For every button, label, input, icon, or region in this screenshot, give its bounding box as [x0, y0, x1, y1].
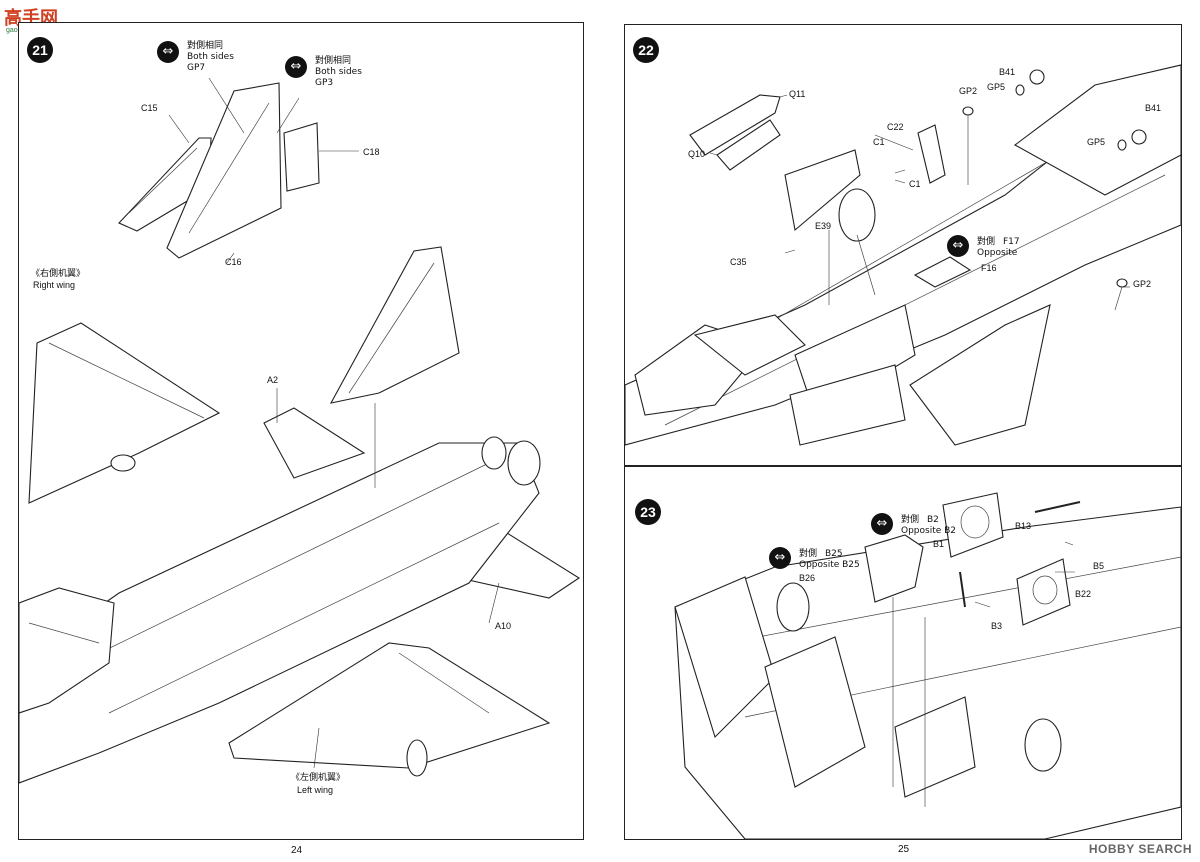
note-cn: 對側相同	[187, 41, 224, 51]
part-c22-shape	[917, 124, 946, 184]
label-c35: C35	[730, 257, 747, 267]
note-part: F17	[1003, 237, 1020, 247]
label-a10: A10	[495, 621, 512, 631]
label-b1: B1	[933, 539, 945, 549]
step-22-drawing	[625, 64, 1181, 446]
label-left-wing-en: Left wing	[297, 785, 334, 795]
note-en: Both sides	[187, 52, 234, 62]
note-en: Opposite	[977, 248, 1018, 258]
double-arrow-icon: ⇔	[157, 41, 179, 63]
part-b26-shape	[864, 534, 924, 603]
part-b22-shape	[1016, 558, 1071, 626]
label-f16: F16	[981, 263, 997, 273]
step-21-badge: 21	[27, 37, 53, 63]
main-wheel-left-shape	[776, 582, 810, 632]
double-arrow-icon: ⇔	[769, 547, 791, 569]
label-gp5-upper: GP5	[987, 82, 1006, 92]
double-arrow-icon: ⇔	[285, 56, 307, 78]
double-arrow-icon: ⇔	[871, 513, 893, 535]
opposite-note-f17: ⇔ 對側 F17 Opposite	[947, 235, 1037, 259]
step-22-badge: 22	[633, 37, 659, 63]
label-gp5-lower: GP5	[1087, 137, 1106, 147]
label-b5: B5	[1093, 561, 1105, 571]
label-q10: Q10	[688, 149, 706, 159]
fuselage-shape	[19, 442, 540, 784]
gear-bay-shape	[764, 636, 866, 788]
both-sides-note-gp3: ⇔ 對側相同 Both sides GP3	[285, 54, 380, 90]
label-gp2-upper: GP2	[959, 86, 978, 96]
label-gp2-lower: GP2	[1133, 279, 1152, 289]
label-b41-lower: B41	[1145, 103, 1162, 113]
label-c22: C22	[887, 122, 904, 132]
label-e39: E39	[815, 221, 832, 231]
label-right-wing-cn: 《右側机翼》	[31, 269, 86, 279]
note-cn: 對側	[799, 549, 818, 559]
left-page-drawing	[19, 77, 581, 784]
step-23-panel: 23 ⇔ 對側 B2 Opposite B2 ⇔ 對側 B25 Opposite…	[624, 466, 1182, 840]
nose-wheel-shape	[838, 188, 876, 242]
note-part: B25	[825, 549, 843, 559]
cockpit-shape	[19, 587, 115, 714]
label-b26: B26	[799, 573, 816, 583]
step-23-drawing	[674, 492, 1181, 839]
watermark-hobby-search: HOBBY SEARCH	[1088, 842, 1192, 856]
label-q11: Q11	[789, 89, 806, 99]
note-cn: 對側相同	[315, 56, 352, 66]
label-c1-upper: C1	[873, 137, 885, 147]
note-part: B2	[927, 515, 939, 525]
label-b3: B3	[991, 621, 1003, 631]
left-wing-shape	[228, 642, 551, 769]
note-cn: 對側	[977, 237, 996, 247]
tail-fin-shape	[329, 246, 460, 404]
double-arrow-icon: ⇔	[947, 235, 969, 257]
step-23-badge: 23	[635, 499, 661, 525]
part-c18-shape	[283, 122, 320, 192]
label-b22: B22	[1075, 589, 1092, 599]
part-c16-shape	[166, 82, 282, 259]
part-b1-shape	[942, 492, 1004, 558]
right-page: 22 Q11 Q10 C22 C1 C1 GP2 GP5 B41 B41 GP5…	[622, 22, 1184, 855]
side-door-shape	[909, 304, 1051, 446]
part-q10-shape	[716, 119, 781, 171]
step-22-panel: 22 Q11 Q10 C22 C1 C1 GP2 GP5 B41 B41 GP5…	[624, 24, 1182, 466]
note-en: Opposite B2	[901, 526, 957, 536]
label-c18: C18	[363, 147, 380, 157]
opposite-note-b2: ⇔ 對側 B2 Opposite B2	[871, 513, 963, 537]
left-page: 21 ⇔ 對側相同 Both sides GP7 ⇔ 對側相同 Both sid…	[18, 22, 584, 856]
label-b13: B13	[1015, 521, 1032, 531]
label-c16: C16	[225, 257, 242, 267]
label-right-wing-en: Right wing	[33, 280, 76, 290]
note-cn: 對側	[901, 515, 920, 525]
both-sides-note-gp7: ⇔ 對側相同 Both sides GP7	[157, 39, 247, 75]
part-a2-shape	[263, 407, 366, 479]
part-q11-shape	[689, 94, 781, 156]
main-wheel-right-shape	[1024, 718, 1062, 772]
note-en: Both sides	[315, 67, 362, 77]
opposite-note-b25: ⇔ 對側 B25 Opposite B25	[769, 547, 869, 571]
right-wing-shape	[28, 322, 221, 504]
note-part: GP3	[315, 78, 334, 88]
intake-shape	[1013, 64, 1181, 196]
label-c15: C15	[141, 103, 158, 113]
label-b41-upper: B41	[999, 67, 1016, 77]
label-a2: A2	[267, 375, 279, 385]
note-en: Opposite B25	[799, 560, 860, 570]
page-number: 25	[898, 844, 910, 855]
gear-door-shape	[789, 364, 906, 446]
label-left-wing-cn: 《左側机翼》	[291, 773, 346, 783]
note-part: GP7	[187, 63, 206, 73]
page-number: 24	[291, 845, 303, 856]
part-f16-shape	[913, 256, 972, 288]
label-c1-lower: C1	[909, 179, 921, 189]
